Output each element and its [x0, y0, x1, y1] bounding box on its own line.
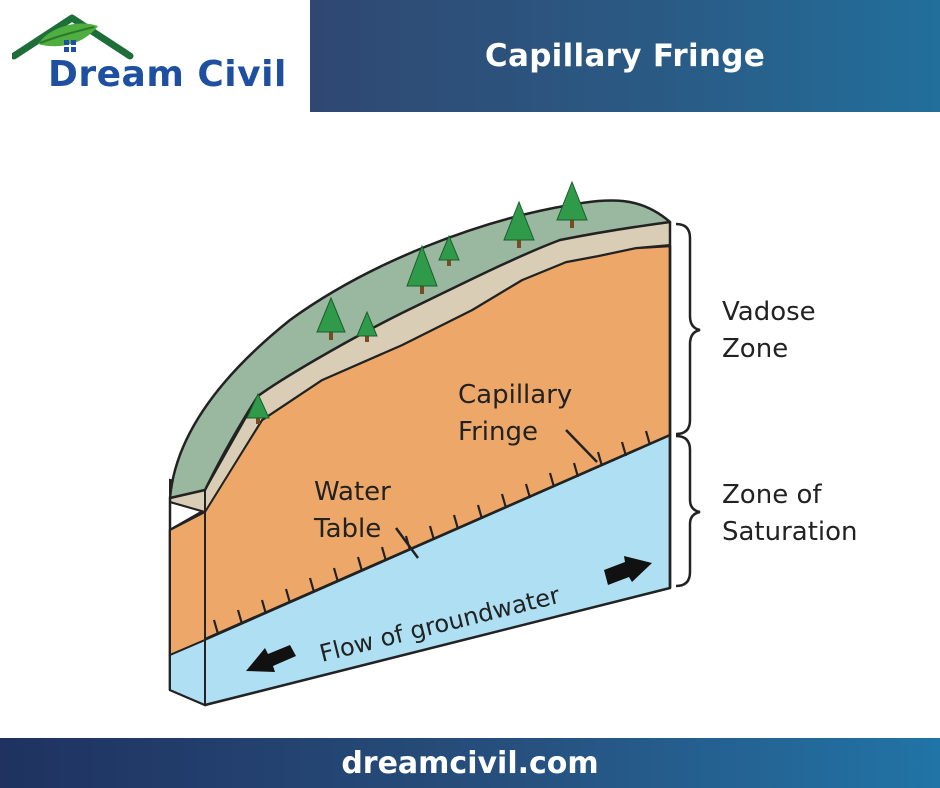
dream-civil-logo[interactable]: Dream Civil: [10, 14, 302, 104]
groundwater-diagram: Vadose Zone Zone of Saturation Capillary…: [0, 112, 940, 738]
water-table-label-line1: Water: [314, 477, 391, 507]
saturation-zone-brace: [675, 434, 701, 588]
page-title: Capillary Fringe: [484, 38, 766, 74]
flow-arrow-right-icon: [604, 556, 652, 585]
tree-icon: [406, 244, 438, 294]
tree-icon: [503, 200, 535, 248]
logo-text: Dream Civil: [48, 54, 287, 95]
water-table-leader: [394, 527, 420, 559]
saturation-zone-label-line1: Zone of: [722, 480, 822, 510]
website-url[interactable]: dreamcivil.com: [341, 745, 599, 781]
cross-section-svg: Vadose Zone Zone of Saturation Capillary…: [168, 180, 858, 707]
saturation-zone-label-line2: Saturation: [722, 517, 858, 547]
tree-icon: [316, 296, 346, 340]
header-title-bar: Capillary Fringe: [310, 0, 940, 112]
water-table-ticks: [212, 430, 652, 635]
footer-bar: dreamcivil.com: [0, 738, 940, 788]
capillary-fringe-label-line2: Fringe: [458, 417, 538, 447]
header-logo-area: Dream Civil: [0, 0, 310, 112]
water-table-label-line2: Table: [313, 514, 381, 544]
tree-icon: [438, 234, 460, 266]
vadose-zone-label-line1: Vadose: [722, 297, 816, 327]
vadose-zone-brace: [675, 222, 701, 436]
capillary-fringe-leader: [565, 429, 598, 463]
vadose-zone-label-line2: Zone: [722, 334, 788, 364]
house-leaf-logo-icon: [10, 14, 134, 60]
tree-icon: [556, 180, 588, 228]
capillary-fringe-label-line1: Capillary: [458, 380, 572, 410]
tree-icon: [246, 392, 270, 424]
tree-icon: [356, 310, 378, 342]
tree-icons: [246, 180, 588, 424]
flow-arrow-left-icon: [246, 645, 296, 672]
